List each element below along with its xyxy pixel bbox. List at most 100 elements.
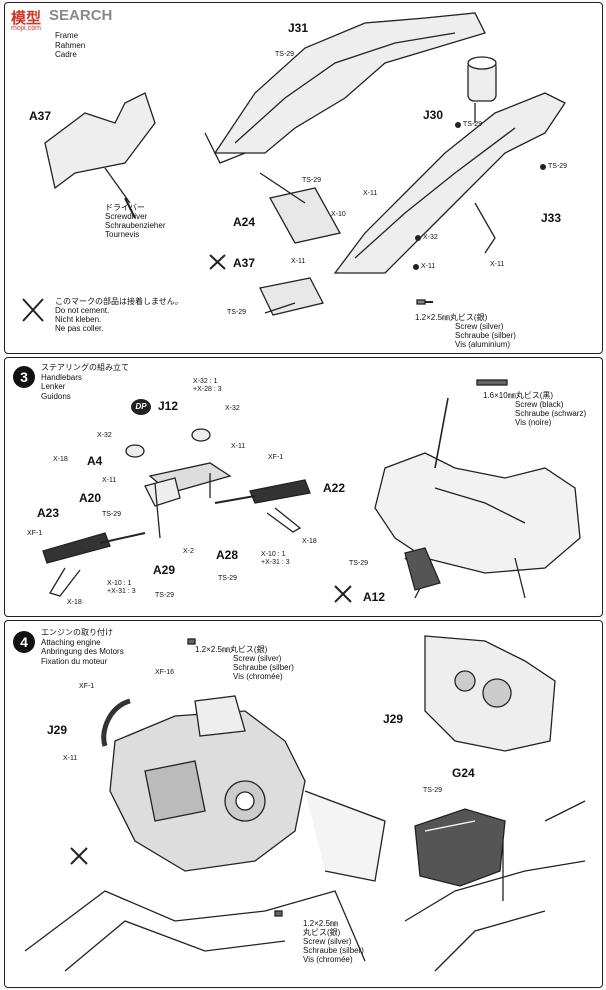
paint-tag: XF-1 — [27, 530, 42, 537]
tag-label: TS-29 — [155, 592, 175, 599]
part-a37-detail: A37 — [29, 109, 52, 123]
frame-title: Frame Rahmen Cadre — [55, 31, 85, 60]
paint-tag: X-18 — [67, 599, 82, 606]
tag-label: X-32 — [423, 234, 438, 241]
note-line: このマークの部品は接着しません。 — [55, 297, 183, 306]
paint-tag: XF-16 — [155, 669, 174, 676]
mix-line: +X-28 : 3 — [193, 386, 222, 393]
tag-label: TS-29 — [423, 787, 443, 794]
tag-label: X-18 — [67, 599, 82, 606]
part-a12: A12 — [363, 590, 386, 604]
title-line: Attaching engine — [41, 637, 101, 647]
note-line: Nicht kleben. — [55, 315, 102, 324]
paint-tag: X-32 — [97, 432, 112, 439]
title-line: Fixation du moteur — [41, 656, 108, 666]
handlebar-illustration — [42, 379, 581, 603]
tag-label: XF-16 — [155, 669, 175, 676]
engine-illustration — [24, 635, 586, 972]
mix-line: X-10 : 1 — [107, 580, 132, 587]
note-line: Do not cement. — [55, 306, 110, 315]
watermark-brand: 模型 — [11, 10, 42, 27]
watermark-search: SEARCH — [49, 7, 113, 24]
part-j12: J12 — [158, 399, 179, 413]
title-line: Lenker — [41, 382, 66, 391]
watermark-logo: 模型 SEARCH — [11, 7, 112, 28]
tag-label: X-32 — [225, 405, 240, 412]
paint-dot-icon — [413, 263, 419, 270]
tag-label: XF-1 — [79, 683, 95, 690]
mix-line: +X-31 : 3 — [261, 559, 290, 566]
paint-tag: X-10 — [331, 211, 346, 218]
tag-label: X-11 — [490, 261, 505, 268]
tag-label: XF-1 — [27, 530, 43, 537]
screw-spec: 1.6×10㎜丸ビス(黒) Screw (black) Schraube (sc… — [483, 391, 586, 427]
note-line: Tournevis — [105, 230, 140, 239]
paint-dot-icon — [415, 234, 421, 241]
paint-tag: X-18 — [302, 538, 317, 545]
paint-tag: X-32 — [415, 234, 438, 241]
tag-label: X-11 — [63, 755, 78, 762]
paint-tag: X-2 — [183, 548, 194, 555]
mix-line: X-32 : 1 — [193, 378, 218, 385]
part-a20: A20 — [79, 491, 102, 505]
part-a29: A29 — [153, 563, 176, 577]
paint-tag: X-11 — [413, 263, 435, 270]
paint-tag: X-11 — [231, 443, 245, 450]
title-line: Frame — [55, 31, 79, 40]
paint-tag: X-11 — [291, 258, 305, 265]
note-line: Schraube (silber) — [303, 946, 364, 955]
note-line: Schraubenzieher — [105, 221, 166, 230]
part-a4: A4 — [87, 454, 103, 468]
step-4-title: エンジンの取り付け Attaching engine Anbringung de… — [41, 628, 124, 666]
paint-tag: TS-29 — [102, 511, 121, 518]
note-line: 1.2×2.5㎜丸ビス(銀) — [415, 313, 488, 322]
title-line: Anbringung des Motors — [41, 647, 124, 656]
tag-label: X-10 — [331, 211, 346, 218]
note-line: 1.6×10㎜丸ビス(黒) — [483, 391, 554, 400]
note-line: Schraube (schwarz) — [515, 409, 587, 418]
paint-tag: TS-29 — [275, 51, 294, 58]
no-cement-note: このマークの部品は接着しません。 Do not cement. Nicht kl… — [55, 297, 183, 333]
tag-label: X-2 — [183, 548, 194, 555]
tag-label: X-32 — [97, 432, 112, 439]
tag-label: TS-29 — [102, 511, 122, 518]
screw-spec-bottom: 1.2×2.5㎜ 丸ビス(銀) Screw (silver) Schraube … — [303, 919, 364, 964]
note-line: Screw (silver) — [233, 654, 282, 663]
mix-line: X-10 : 1 — [261, 551, 286, 558]
paint-tag: TS-29 — [455, 121, 482, 128]
tag-label: X-11 — [102, 477, 117, 484]
part-j33: J33 — [541, 211, 562, 225]
mix-line: +X-31 : 3 — [107, 588, 136, 595]
note-line: Vis (noire) — [515, 418, 552, 427]
paint-tag: X-18 — [53, 456, 68, 463]
screwdriver-note: ドライバー Screwdriver Schraubenzieher Tourne… — [105, 203, 165, 239]
tag-label: X-11 — [363, 190, 378, 197]
paint-tag: XF-1 — [79, 683, 94, 690]
step-number-badge: 4 — [13, 631, 35, 653]
tag-label: X-11 — [231, 443, 246, 450]
step-3-panel: 3 ステアリングの組み立て Handlebars Lenker Guidons … — [4, 357, 603, 617]
screw-spec-top: 1.2×2.5㎜丸ビス(銀) Screw (silver) Schraube (… — [195, 645, 294, 681]
title-line: Rahmen — [55, 40, 86, 50]
screw-spec: 1.2×2.5㎜丸ビス(銀) Screw (silver) Schraube (… — [415, 313, 516, 349]
part-j30: J30 — [423, 108, 444, 122]
part-a23: A23 — [37, 506, 60, 520]
step-4-panel: 4 エンジンの取り付け Attaching engine Anbringung … — [4, 620, 603, 988]
note-line: 1.2×2.5㎜丸ビス(銀) — [195, 645, 268, 654]
title-line: Cadre — [55, 50, 77, 59]
title-line: ステアリングの組み立て — [41, 363, 129, 372]
tag-label: TS-29 — [227, 309, 247, 316]
note-line: Vis (chromée) — [303, 955, 353, 964]
tag-label: TS-29 — [218, 575, 238, 582]
paint-tag: X-11 — [490, 261, 504, 268]
paint-tag: TS-29 — [540, 163, 567, 170]
note-line: Ne pas coller. — [55, 324, 104, 333]
step-3-title: ステアリングの組み立て Handlebars Lenker Guidons — [41, 363, 129, 401]
tag-label: TS-29 — [275, 51, 295, 58]
mix-x10-x31-right: X-10 : 1 +X-31 : 3 — [261, 551, 290, 567]
paint-dot-icon — [455, 121, 461, 128]
tag-label: X-18 — [53, 456, 68, 463]
paint-tag: TS-29 — [218, 575, 237, 582]
part-a37: A37 — [233, 256, 256, 270]
